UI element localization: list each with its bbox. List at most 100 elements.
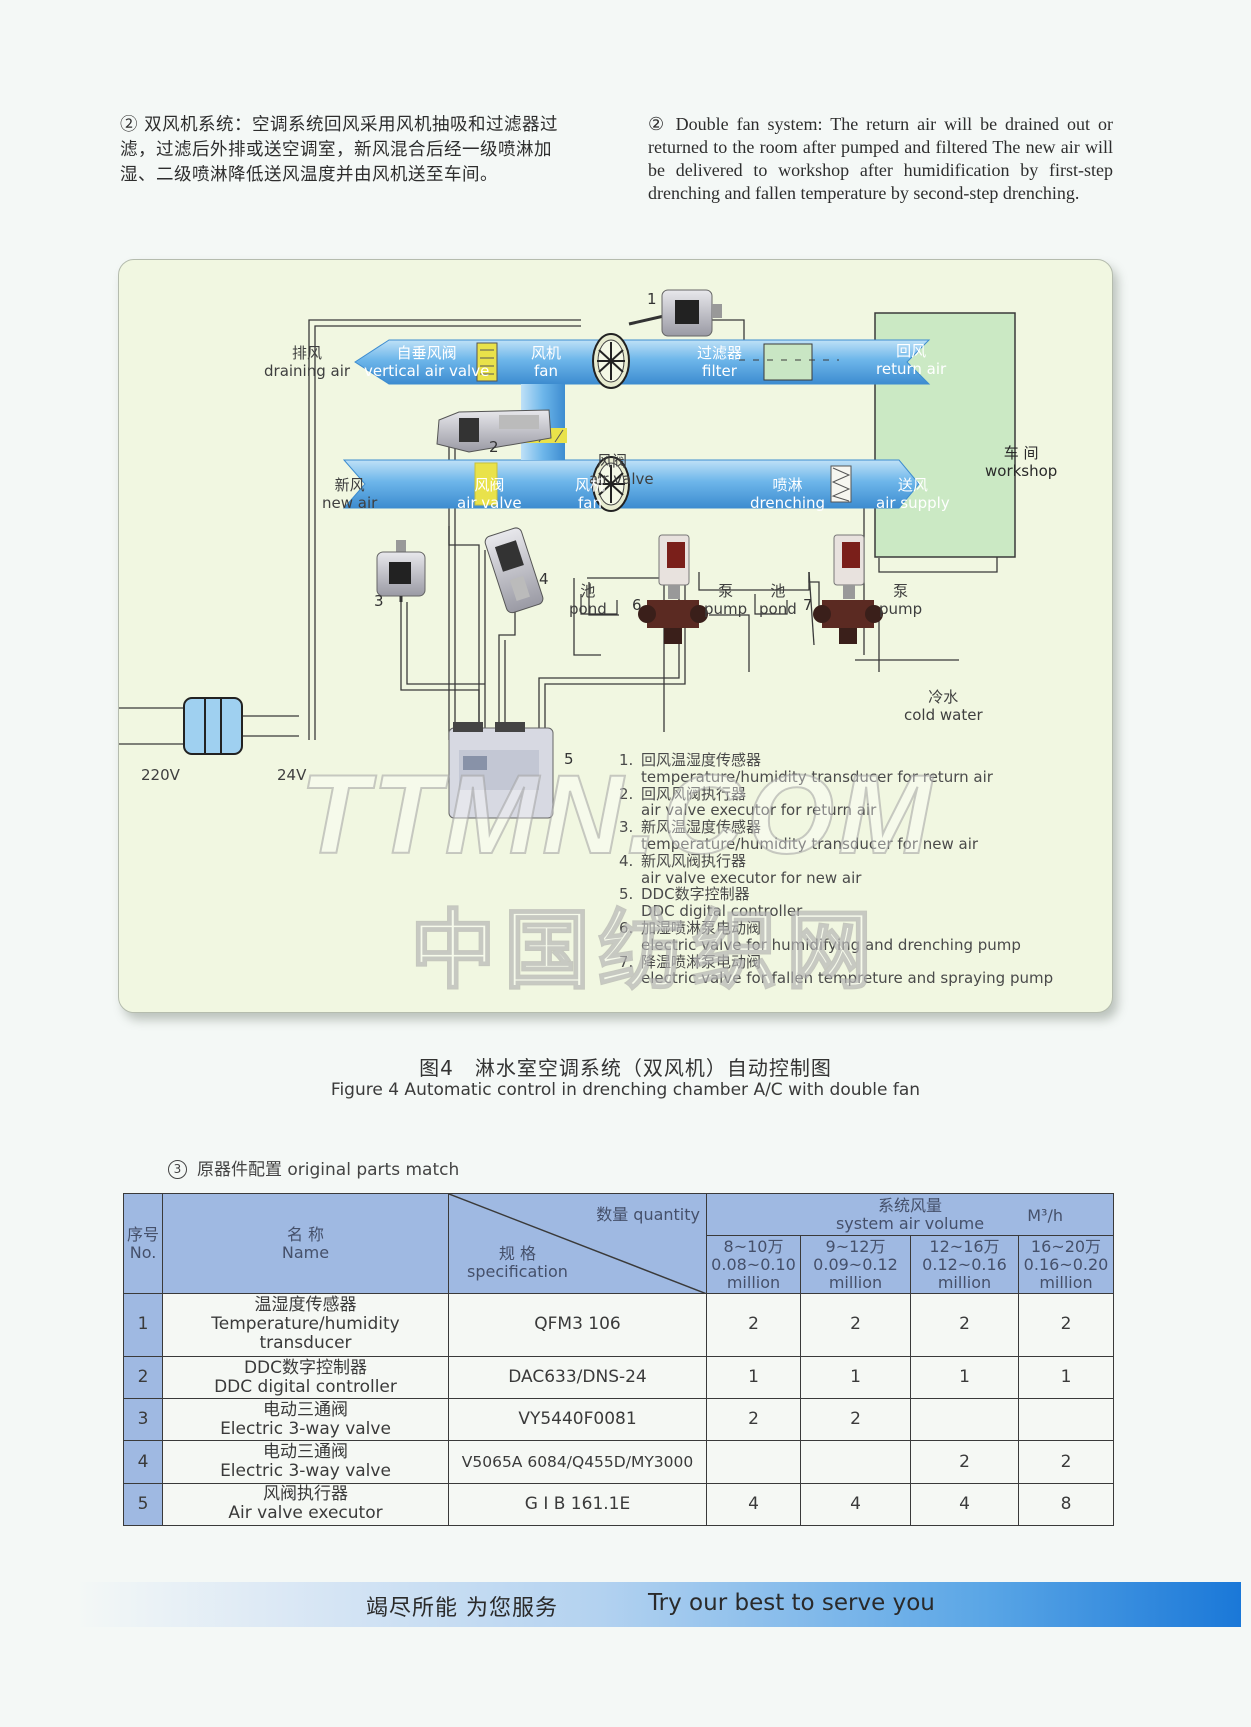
cell-qty [1018, 1398, 1114, 1442]
cell-qty: 1 [800, 1355, 911, 1400]
header-diagonal [449, 1194, 707, 1294]
device-number-5: 5 [564, 750, 574, 768]
cell-qty: 2 [706, 1398, 801, 1442]
intro-chinese: ② 双风机系统：空调系统回风采用风机抽吸和过滤器过滤，过滤后外排或送空调室，新风… [120, 115, 559, 185]
cell-qty: 2 [800, 1398, 911, 1442]
cell-qty: 2 [910, 1440, 1019, 1484]
cell-qty: 2 [706, 1293, 801, 1357]
cell-no: 2 [123, 1355, 163, 1400]
cell-qty [910, 1398, 1019, 1442]
voltage-24-label: 24V [277, 766, 307, 784]
section-title: 原器件配置 original parts match [197, 1160, 460, 1180]
footer-slogan-chinese: 竭尽所能 为您服务 [366, 1596, 558, 1621]
cell-qty: 4 [706, 1482, 801, 1527]
footer-slogan-english: Try our best to serve you [648, 1590, 935, 1616]
cell-qty [800, 1440, 911, 1484]
new-air-valve-damper [474, 462, 498, 506]
section-number: 3 [168, 1160, 187, 1179]
footer-banner [75, 1582, 1241, 1627]
device-number-6: 6 [632, 596, 642, 614]
drenching-coil [830, 465, 852, 503]
pond-1 [580, 594, 618, 615]
diagram-graphics [119, 289, 1016, 819]
quantity-label: 数量 quantity [596, 1205, 700, 1224]
device-number-7: 7 [803, 596, 813, 614]
cell-spec: QFM3 106 [448, 1293, 707, 1357]
cell-qty: 2 [910, 1293, 1019, 1357]
section-heading: 3 原器件配置 original parts match [168, 1155, 459, 1180]
device-number-1: 1 [647, 290, 657, 308]
cell-spec: VY5440F0081 [448, 1398, 707, 1442]
pond-2 [754, 594, 788, 615]
cell-qty: 2 [1018, 1440, 1114, 1484]
unit-label: M³/h [1027, 1205, 1063, 1225]
ddc-controller [448, 722, 554, 819]
cell-qty: 2 [800, 1293, 911, 1357]
figure-caption-chinese: 图4 淋水室空调系统（双风机）自动控制图 [419, 1056, 832, 1080]
device-number-4: 4 [539, 570, 549, 588]
figure-caption-english: Figure 4 Automatic control in drenching … [330, 1080, 921, 1100]
new-air-valve-actuator [484, 527, 544, 614]
cell-qty: 1 [1018, 1355, 1114, 1400]
cell-spec: DAC633/DNS-24 [448, 1355, 707, 1400]
new-air-sensor [376, 540, 426, 602]
upper-fan-icon [592, 333, 630, 389]
cell-qty: 2 [1018, 1293, 1114, 1357]
cell-no: 1 [123, 1293, 163, 1357]
cell-qty: 8 [1018, 1482, 1114, 1527]
cell-qty: 1 [910, 1355, 1019, 1400]
cell-qty [706, 1440, 801, 1484]
cell-spec: G I B 161.1E [448, 1482, 707, 1527]
filter-box [763, 343, 813, 381]
cell-no: 3 [123, 1398, 163, 1442]
transformer [183, 697, 243, 755]
cell-qty: 1 [706, 1355, 801, 1400]
device-number-2: 2 [489, 438, 499, 456]
humidifying-pump-valve [638, 534, 708, 644]
cell-no: 4 [123, 1440, 163, 1484]
vertical-air-valve-damper [476, 342, 498, 382]
lower-fan-icon [592, 456, 630, 512]
cell-qty: 4 [910, 1482, 1019, 1527]
voltage-220-label: 220V [141, 766, 180, 784]
cell-qty: 4 [800, 1482, 911, 1527]
